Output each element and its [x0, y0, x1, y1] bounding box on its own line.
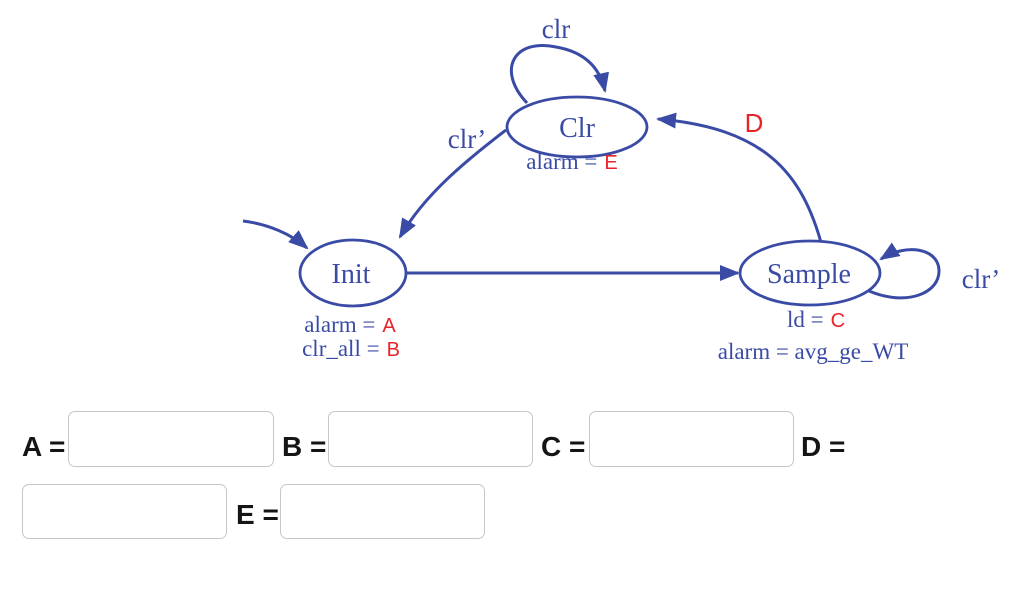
init-annotation-clr-all-value: B: [387, 339, 400, 361]
edge-label-clr-prime-left: clr’: [448, 124, 486, 154]
edge-clr-to-init: [398, 128, 507, 239]
state-init: [298, 238, 408, 308]
sample-annotation-alarm: alarm = avg_ge_WT: [718, 339, 909, 364]
init-annotation-alarm-prefix: alarm =: [304, 312, 375, 337]
clr-annotation-alarm: alarm = E: [526, 149, 617, 174]
answer-input-b[interactable]: [328, 411, 533, 467]
sample-annotation-alarm-prefix: alarm = avg_ge_WT: [718, 339, 909, 364]
edge-label-d: D: [745, 108, 764, 138]
state-init-label: Init: [332, 259, 371, 290]
init-annotation-alarm-value: A: [382, 315, 396, 337]
clr-annotation-alarm-value: E: [604, 152, 617, 174]
sample-annotation-ld-value: C: [831, 310, 845, 332]
state-clr-label: Clr: [559, 113, 595, 144]
answer-label-c: C =: [541, 431, 586, 462]
answer-label-a: A =: [22, 431, 66, 462]
sample-annotation-ld-prefix: ld =: [787, 307, 824, 332]
state-sample-label: Sample: [767, 259, 851, 290]
edge-clr-self-loop: [509, 44, 609, 105]
edge-sample-to-clr: [656, 112, 824, 247]
edge-initial-arrow: [242, 219, 309, 250]
clr-annotation-alarm-prefix: alarm =: [526, 149, 597, 174]
state-clr: [505, 95, 649, 159]
init-annotation-alarm: alarm = A: [304, 312, 396, 337]
edge-label-clr-prime-right: clr’: [962, 264, 1000, 294]
answer-input-c[interactable]: [589, 411, 794, 467]
edge-label-clr: clr: [542, 14, 570, 44]
sample-annotation-ld: ld = C: [787, 307, 845, 332]
state-machine-diagram: Init Clr Sample alarm = A clr_all = B alar…: [242, 14, 1000, 364]
answer-input-e[interactable]: [280, 484, 485, 539]
init-annotation-clr-all-prefix: clr_all =: [302, 336, 379, 361]
answer-input-a[interactable]: [68, 411, 274, 467]
answer-label-d: D =: [801, 431, 846, 462]
edge-sample-self-loop: [868, 242, 941, 300]
init-annotation-clr-all: clr_all = B: [302, 336, 400, 361]
answer-label-b: B =: [282, 431, 327, 462]
answer-input-d[interactable]: [22, 484, 227, 539]
state-sample: [738, 239, 882, 307]
answer-label-e: E =: [236, 499, 279, 530]
